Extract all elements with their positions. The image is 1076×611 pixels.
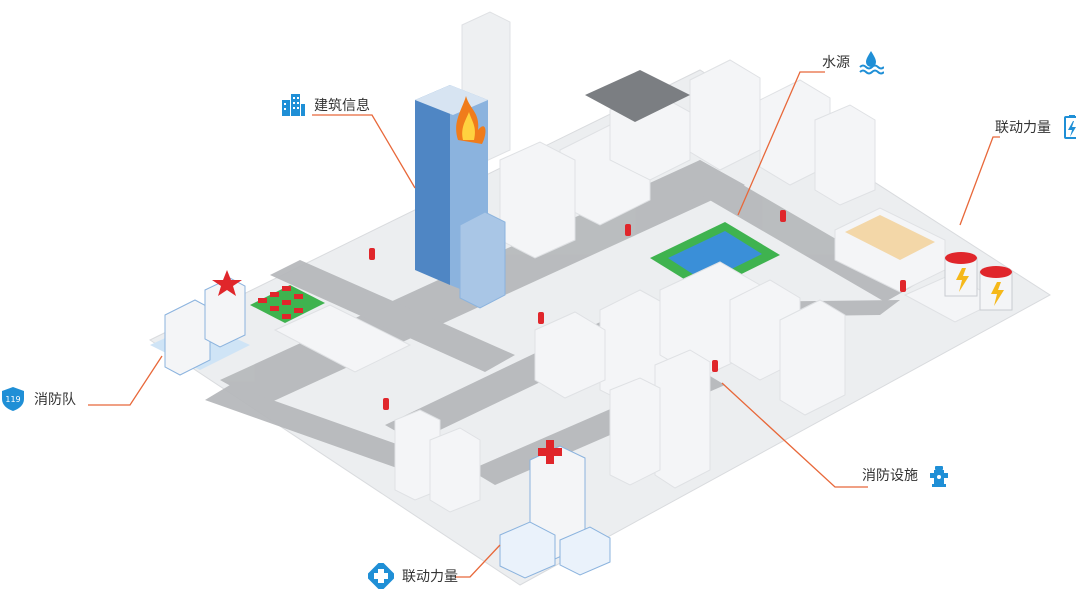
lightning-icon [991,282,1004,306]
tower-left-face [415,85,450,285]
medical-cross-icon [368,563,394,589]
label-text: 联动力量 [402,569,458,585]
label-linkage-force-bottom: 联动力量 [368,563,458,589]
label-fire-brigade: 119 消防队 [0,386,76,412]
storage-tanks [944,252,1013,311]
hydrant-icon [383,398,389,410]
fire-engines [258,286,303,319]
road-north-south [270,260,515,372]
label-text: 消防队 [34,392,76,408]
lightning-icon [956,268,969,292]
dark-roof-block [585,70,690,122]
block [814,104,876,206]
label-text: 消防设施 [862,468,918,484]
label-text: 水源 [822,55,850,71]
hydrant-icon [538,312,544,324]
shield-119-icon: 119 [0,386,26,412]
block [499,141,576,259]
fire-hydrant-icon [926,462,952,488]
station-building-a [164,299,211,376]
hydrant-icon [625,224,631,236]
leader-linkage-top [959,136,1000,226]
hydrant-icon [900,280,906,292]
label-text: 建筑信息 [314,98,370,114]
red-cross-icon [538,440,562,464]
label-water-source: 水源 [822,49,884,75]
label-text: 联动力量 [995,120,1051,136]
fire-station [150,270,325,376]
leader-lines [88,71,1000,578]
block [689,59,761,171]
leader-linkage-bottom [455,544,501,578]
badge-text: 119 [5,395,20,404]
leader-building-info [312,114,416,189]
pool-water [668,231,762,282]
block [609,377,661,486]
block [273,304,412,373]
hydrants [369,210,906,410]
label-building-info: 建筑信息 [280,92,370,118]
block [429,427,481,513]
block [654,349,711,489]
fire-flame-core [462,112,475,140]
storage-tank-top [945,252,977,264]
label-fire-facility: 消防设施 [862,462,952,488]
block [534,311,606,399]
hospital [499,440,611,579]
label-linkage-force-top: 联动力量 [995,114,1076,140]
buildings-icon [280,92,306,118]
water-pool [650,222,780,292]
hydrant-icon [780,210,786,222]
burning-skyscraper [415,11,511,309]
red-star-icon [212,270,242,296]
plant-roof-accent [845,215,935,260]
city-blocks [273,59,1002,513]
hospital-wing-a [499,521,556,579]
hospital-wing-b [559,526,611,576]
power-battery-icon [1059,114,1076,140]
tower-annex [459,211,506,309]
storage-tank-top [980,266,1012,278]
hydrant-icon [369,248,375,260]
leader-water-source [737,71,825,216]
water-waves-icon [858,49,884,75]
hydrant-icon [712,360,718,372]
leader-fire-brigade [88,355,163,406]
power-plant [834,207,1013,311]
block [779,299,846,416]
leader-fire-facility [721,382,868,488]
